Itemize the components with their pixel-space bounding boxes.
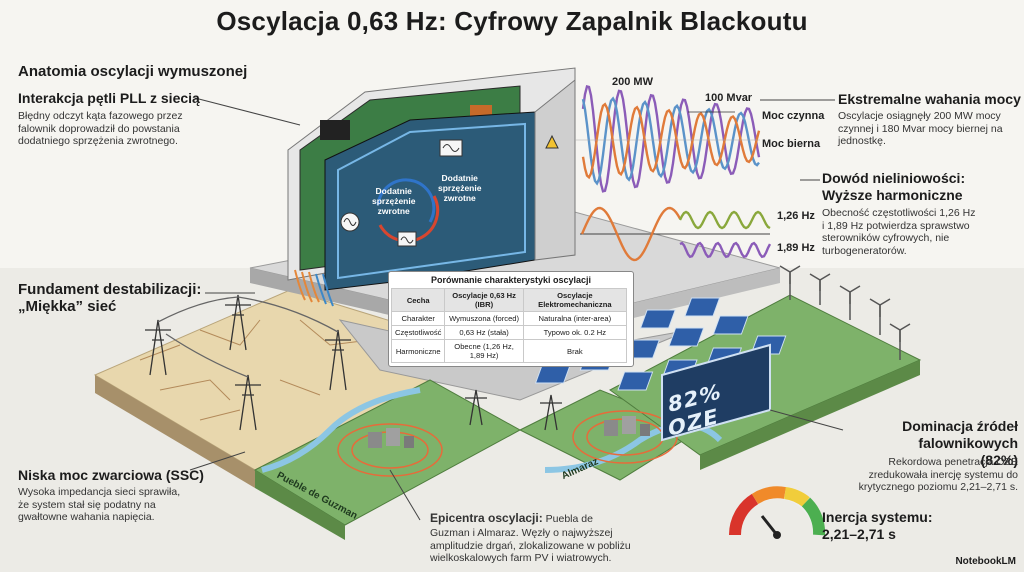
inverter-device: [287, 67, 576, 307]
inertia-heading: Inercja systemu:2,21–2,71 s: [822, 509, 933, 542]
extreme-heading: Ekstremalne wahania mocy: [838, 91, 1021, 107]
label-100mvar: 100 Mvar: [705, 92, 753, 104]
table-title: Porównanie charakterystyki oscylacji: [430, 275, 592, 285]
label-200mw: 200 MW: [612, 76, 653, 88]
page-title: Oscylacja 0,63 Hz: Cyfrowy Zapalnik Blac…: [216, 6, 808, 36]
transmission-pylons: [145, 294, 562, 431]
ssc-heading: Niska moc zwarciowa (SSC): [18, 467, 204, 483]
inertia-gauge: [728, 486, 826, 539]
power-waveforms: [575, 85, 761, 193]
ssc-text: Wysoka impedancja sieci sprawiła,że syst…: [18, 486, 181, 523]
pll-heading: Interakcja pętli PLL z siecią: [18, 90, 200, 106]
comparison-table: Porównanie charakterystyki oscylacji Cec…: [388, 271, 634, 367]
table-header: Oscylacje 0,63 Hz (IBR): [444, 288, 524, 312]
epicenter-right: [572, 410, 678, 464]
label-active-power: Moc czynna: [762, 110, 825, 122]
table-header: Oscylacje Elektromechaniczna: [522, 288, 628, 312]
epicenter-text: Epicentra oscylacji: Puebla de Guzman i …: [430, 511, 631, 564]
label-189hz: 1,89 Hz: [777, 242, 815, 254]
foundation-heading: Fundament destabilizacji:„Miękka” sieć: [18, 281, 202, 315]
epicenter-left: [337, 423, 443, 477]
label-reactive-power: Moc bierna: [762, 138, 821, 150]
dry-ground: [93, 289, 431, 488]
brand-logo: NotebookLM: [955, 556, 1016, 567]
label-126hz: 1,26 Hz: [777, 210, 815, 222]
table-header: Cecha: [390, 288, 446, 312]
nonlin-heading: Dowód nieliniowości:Wyższe harmoniczne: [822, 170, 966, 203]
wind-turbines: [779, 265, 911, 360]
section-title: Anatomia oscylacji wymuszonej: [18, 63, 248, 80]
harmonics-waveforms: [580, 206, 772, 262]
